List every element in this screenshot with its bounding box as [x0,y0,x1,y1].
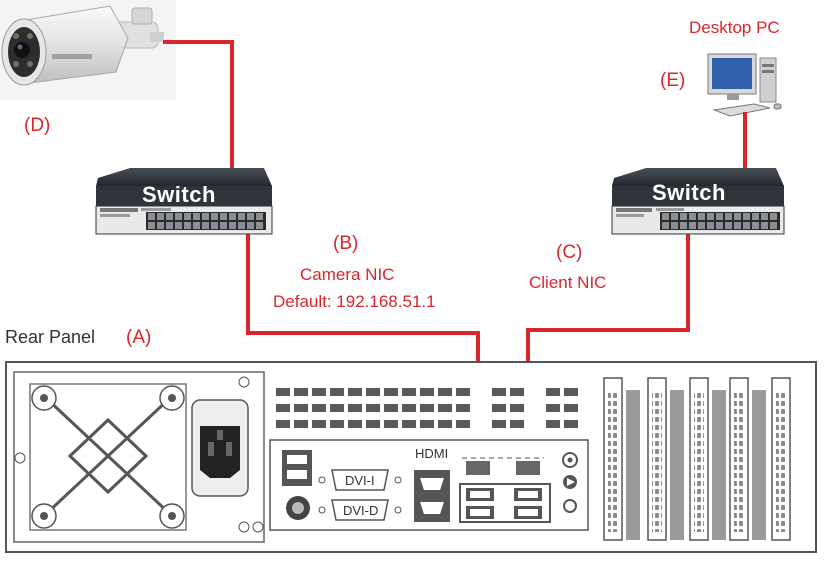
vent-grid [276,388,578,428]
desktop-pc-icon [707,53,782,117]
usb-port-icon [282,450,312,486]
client-nic-label: Client NIC [529,273,607,292]
rear-panel-chassis [5,361,817,553]
marker-b: (B) [333,233,359,254]
rear-panel-label: Rear Panel [5,327,96,347]
dvi-d-label: DVI-D [343,503,379,518]
fan-icon [29,383,187,531]
camera-nic-default-label: Default: 192.168.51.1 [273,292,436,311]
ip-camera [0,0,176,100]
ethernet-port-icon [459,483,551,523]
desktop-pc-label: Desktop PC [689,18,780,37]
hdmi-ports [414,470,450,522]
camera-nic-label: Camera NIC [300,265,395,284]
marker-d: (D) [24,115,51,136]
marker-a: (A) [126,327,152,348]
marker-e: (E) [660,70,686,91]
camera-icon [1,5,164,86]
switch-icon [611,168,785,235]
hdmi-label: HDMI [415,446,449,461]
marker-c: (C) [556,242,583,263]
power-socket-icon [191,399,249,497]
switch-left-label: Switch [142,182,216,207]
switch-right [611,168,785,235]
io-panel [252,439,589,533]
cable-camera [163,40,234,220]
power-supply [13,371,265,543]
switch-icon [95,168,273,235]
dvi-i-label: DVI-I [345,473,375,488]
expansion-slots [603,377,791,541]
switch-left [95,168,273,235]
switch-right-label: Switch [652,180,726,205]
